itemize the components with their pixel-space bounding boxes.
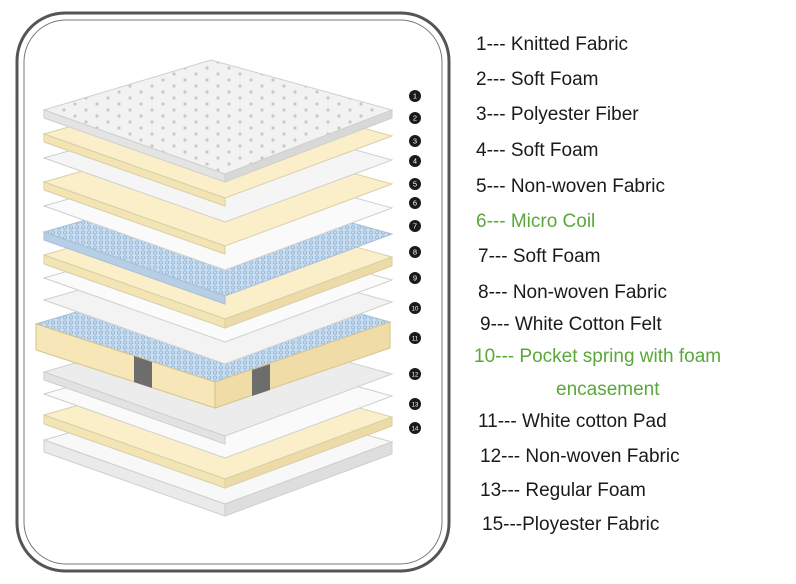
legend-item: 1--- Knitted Fabric bbox=[476, 34, 629, 55]
legend-item: 4--- Soft Foam bbox=[476, 140, 599, 161]
layer-badge-number: 9 bbox=[413, 274, 417, 283]
legend-item: 7--- Soft Foam bbox=[478, 246, 601, 267]
layer-badge-number: 7 bbox=[413, 222, 417, 231]
legend-item: encasement bbox=[556, 379, 660, 400]
layer-badge: 7 bbox=[409, 220, 421, 232]
legend-item: 3--- Polyester Fiber bbox=[476, 104, 639, 125]
legend-item: 13--- Regular Foam bbox=[480, 480, 646, 501]
layer-badge: 5 bbox=[409, 178, 421, 190]
legend-item: 11--- White cotton Pad bbox=[478, 411, 667, 432]
layer-badge: 11 bbox=[409, 332, 421, 344]
layer-badge-number: 4 bbox=[413, 157, 417, 166]
layer-badge: 8 bbox=[409, 246, 421, 258]
legend-item: 8--- Non-woven Fabric bbox=[478, 282, 667, 303]
legend-item: 12--- Non-woven Fabric bbox=[480, 446, 680, 467]
legend-item: 5--- Non-woven Fabric bbox=[476, 176, 665, 197]
legend-item: 6--- Micro Coil bbox=[476, 211, 596, 232]
layer-badge-number: 14 bbox=[412, 427, 419, 433]
layer-badge-number: 3 bbox=[413, 137, 417, 146]
layer-badge: 4 bbox=[409, 155, 421, 167]
legend-item: 9--- White Cotton Felt bbox=[480, 314, 662, 335]
layer-badge-number: 2 bbox=[413, 114, 417, 123]
outer-frame bbox=[15, 11, 451, 573]
layer-badge: 9 bbox=[409, 272, 421, 284]
layer-badge-number: 11 bbox=[412, 337, 419, 343]
layer-badge-number: 13 bbox=[412, 403, 419, 409]
legend-item: 15---Ployester Fabric bbox=[482, 514, 660, 535]
layer-badge: 12 bbox=[409, 368, 421, 380]
layer-badge-number: 8 bbox=[413, 248, 417, 257]
layer-badge-number: 12 bbox=[412, 373, 419, 379]
layer-badge: 13 bbox=[409, 398, 421, 410]
legend-item: 2--- Soft Foam bbox=[476, 69, 599, 90]
inner-frame bbox=[23, 19, 443, 565]
layer-badge-number: 10 bbox=[412, 307, 419, 313]
layer-badge: 6 bbox=[409, 197, 421, 209]
layer-legend: 1--- Knitted Fabric 2--- Soft Foam 3--- Po… bbox=[472, 0, 792, 584]
layer-1-knitted-fabric bbox=[42, 59, 394, 183]
layer-badge: 1 bbox=[409, 90, 421, 102]
layer-badge: 3 bbox=[409, 135, 421, 147]
layer-badge: 10 bbox=[409, 302, 421, 314]
layer-badge-number: 5 bbox=[413, 180, 417, 189]
layer-badge: 14 bbox=[409, 422, 421, 434]
layer-badge-number: 6 bbox=[413, 199, 417, 208]
legend-item: 10--- Pocket spring with foam bbox=[474, 346, 722, 367]
layer-badge-number: 1 bbox=[413, 92, 417, 101]
layer-badge: 2 bbox=[409, 112, 421, 124]
